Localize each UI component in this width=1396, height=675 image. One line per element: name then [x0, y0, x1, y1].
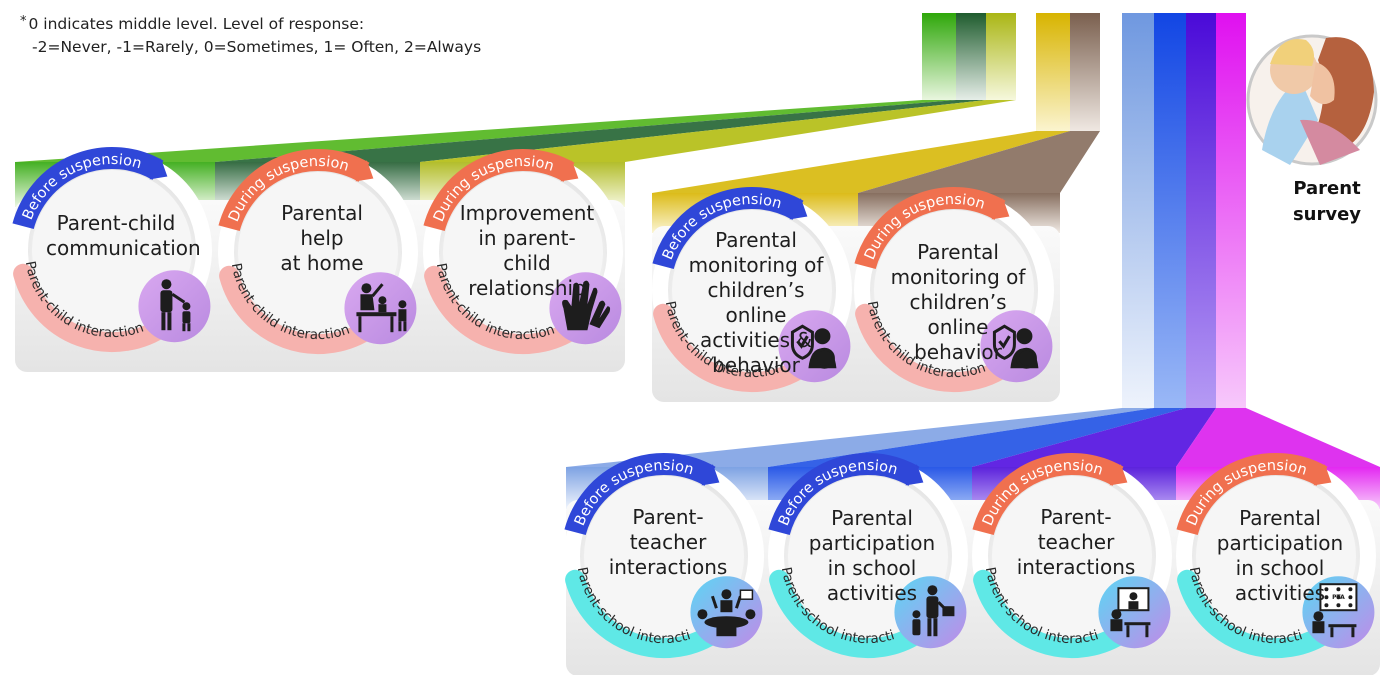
suspension-tag	[564, 452, 716, 536]
ring-title-line: interactions	[1016, 554, 1136, 579]
ring-title-line: help	[300, 225, 344, 250]
ring-title-line: Improvement	[459, 200, 595, 225]
suspension-tag-arrow	[355, 160, 374, 182]
suspension-tag	[768, 452, 920, 536]
ring-title-line: Parent-	[1040, 504, 1112, 529]
suspension-tag	[1176, 452, 1328, 536]
ring-title-line: children’s online	[707, 277, 805, 327]
ribbon-group-blue	[1122, 13, 1246, 408]
ring-title-line: Parental	[917, 240, 999, 264]
suspension-tag-arrow	[1109, 464, 1128, 486]
ring-title-line: monitoring of	[688, 252, 824, 277]
homework-icon	[344, 272, 417, 345]
shield-user-icon	[778, 310, 851, 383]
ribbon-group-gold	[1036, 13, 1100, 131]
parent-survey-label: Parent survey	[1282, 176, 1372, 228]
adult-child-icon	[138, 270, 211, 343]
suspension-tag-arrow	[991, 198, 1010, 220]
ring-title-line: teacher	[1037, 529, 1115, 554]
ring-title-line: Parental	[1239, 506, 1321, 530]
ribbon-group-green	[922, 13, 1016, 100]
pta-label: PTA	[1332, 594, 1345, 601]
video-call-icon	[1098, 576, 1171, 649]
ring-title-line: in school	[827, 556, 917, 580]
ring-title-line: Parental	[281, 200, 363, 225]
suspension-tag-arrow	[701, 464, 720, 486]
interaction-band	[13, 263, 175, 353]
interaction-band	[1177, 569, 1339, 659]
ring-title-line: online behavior	[914, 315, 1002, 364]
legend-note: *0 indicates middle level. Level of resp…	[20, 10, 481, 59]
ring-title-line: activities &	[699, 327, 813, 352]
ring-title-line: children’s	[909, 290, 1007, 314]
interaction-band	[219, 265, 381, 355]
ring-title-line: behavior	[712, 352, 800, 377]
suspension-tag	[854, 186, 1006, 270]
ring-title-line: communication	[46, 236, 201, 260]
note-asterisk: *	[20, 14, 27, 29]
parent-child-gift-icon	[894, 576, 967, 649]
hands-icon	[549, 272, 622, 345]
suspension-tag	[218, 148, 370, 232]
interaction-band	[565, 569, 727, 659]
suspension-tag-arrow	[149, 158, 168, 180]
video-grid-icon: PTA	[1302, 576, 1375, 649]
interaction-band	[855, 303, 1017, 393]
suspension-tag-arrow	[560, 160, 579, 182]
suspension-tag	[652, 186, 804, 270]
suspension-tag	[972, 452, 1124, 536]
ring-title-line: participation	[808, 531, 936, 555]
ring-title-line: in parent-child	[478, 225, 576, 275]
survey-label-line-1: Parent	[1293, 178, 1361, 199]
suspension-tag	[12, 146, 164, 230]
ring-title-line: activities	[1234, 581, 1326, 605]
suspension-tag-arrow	[905, 464, 924, 486]
interaction-band	[769, 569, 931, 659]
shield-user-icon	[980, 310, 1053, 383]
ring-title-line: teacher	[629, 529, 707, 554]
ring-title-line: activities	[826, 581, 918, 605]
note-line-1: 0 indicates middle level. Level of respo…	[28, 15, 365, 33]
ring-title-line: interactions	[608, 554, 728, 579]
suspension-tag-arrow	[1313, 464, 1332, 486]
suspension-tag-arrow	[789, 198, 808, 220]
parent-survey-photo	[1246, 34, 1378, 166]
ring-title-line: at home	[280, 250, 364, 275]
interaction-band	[653, 303, 815, 393]
survey-label-line-2: survey	[1292, 204, 1362, 225]
ring-title-line: relationship	[468, 275, 586, 300]
suspension-tag	[423, 148, 575, 232]
ring-title-line: Parental	[831, 506, 913, 530]
interaction-band	[973, 569, 1135, 659]
ring-title-line: monitoring of	[890, 265, 1026, 289]
meeting-icon	[690, 576, 763, 649]
note-line-2: -2=Never, -1=Rarely, 0=Sometimes, 1= Oft…	[32, 38, 482, 56]
ring-title-line: participation	[1216, 531, 1344, 555]
interaction-band	[424, 265, 586, 355]
ring-title-line: Parental	[715, 227, 797, 252]
ring-title-line: Parent-	[632, 504, 704, 529]
ring-title-line: in school	[1235, 556, 1325, 580]
ring-title-line: Parent-child	[56, 211, 176, 235]
